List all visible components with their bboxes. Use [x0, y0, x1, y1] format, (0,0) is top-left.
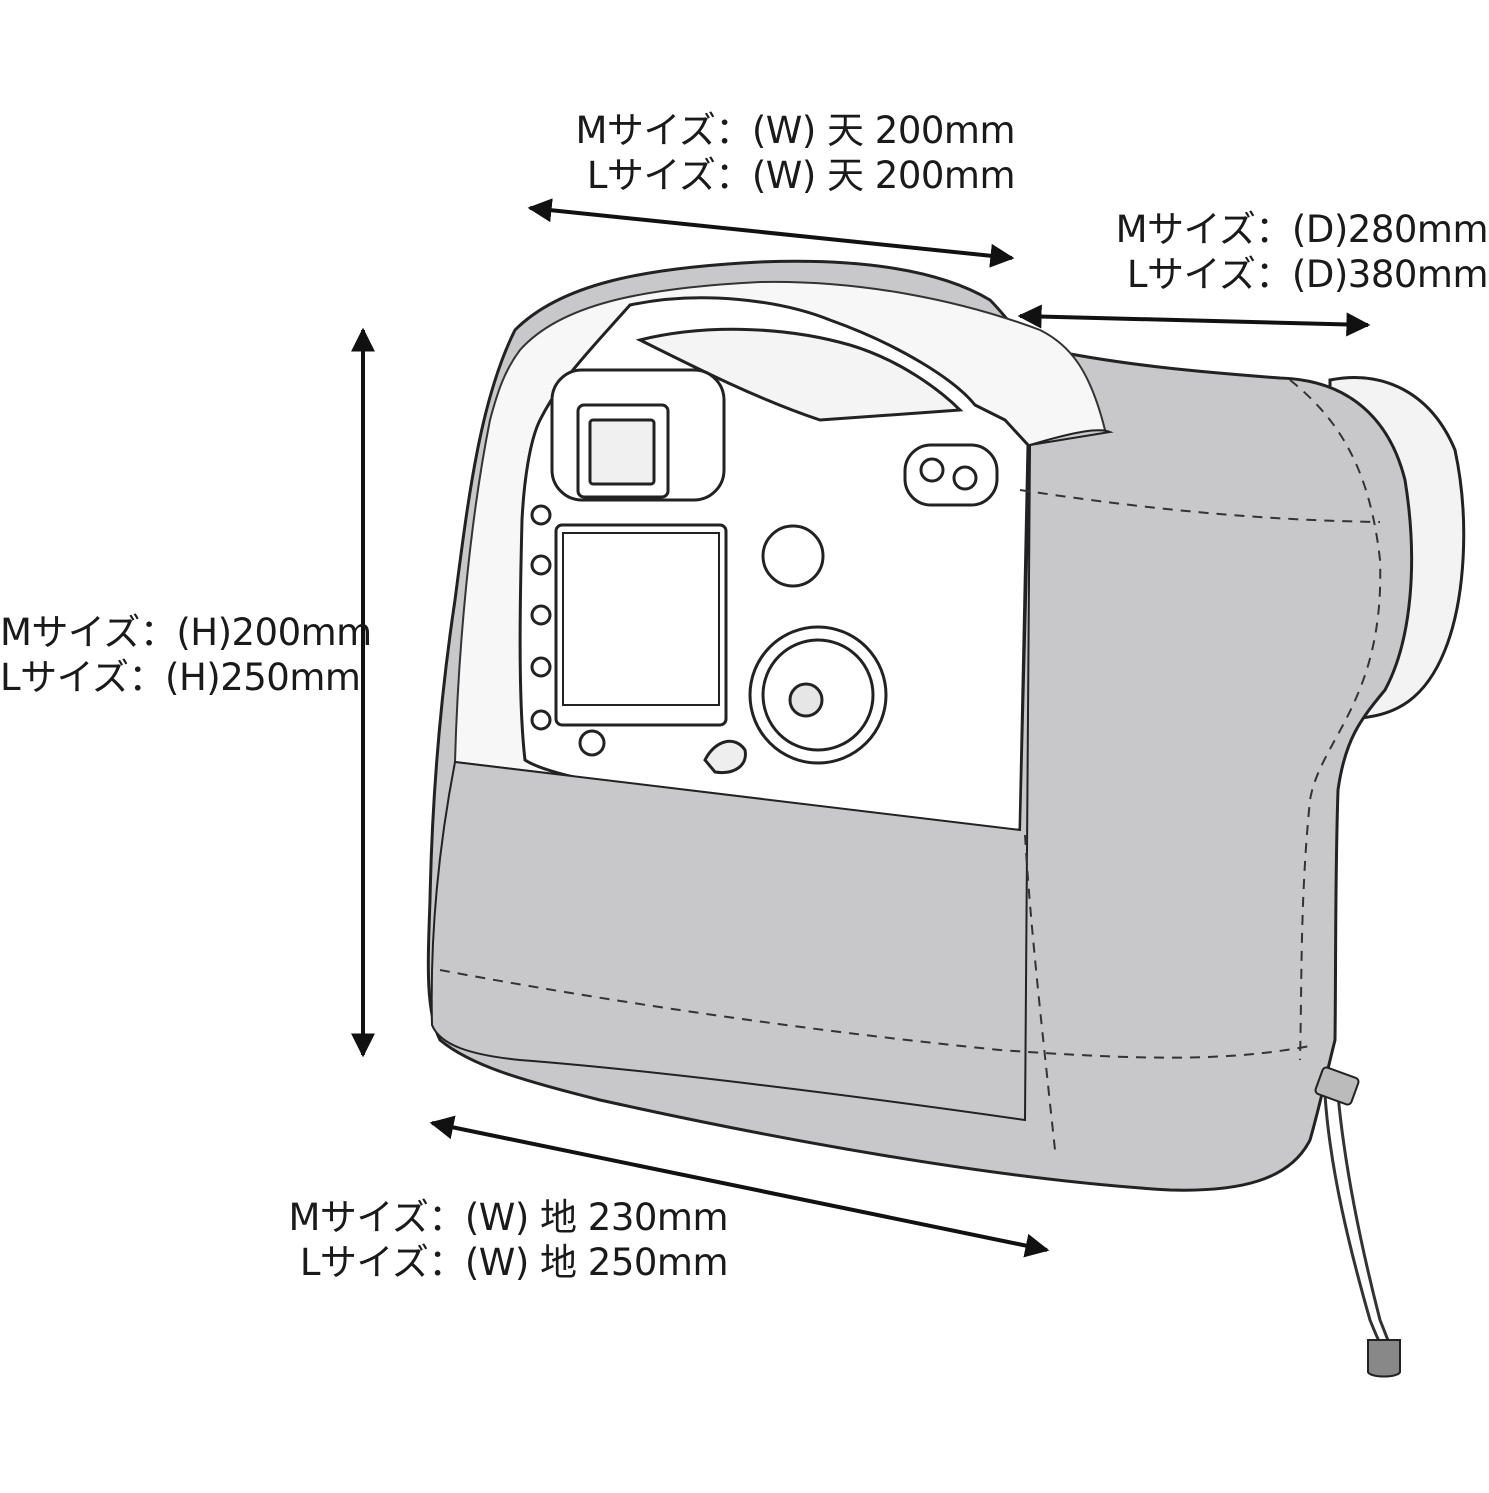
top-width-m: Mサイズ：(W) 天 200mm: [575, 109, 1016, 152]
dimension-arrows: [351, 198, 1371, 1258]
cord-tip: [1367, 1339, 1401, 1378]
top-width-l: Lサイズ：(W) 天 200mm: [586, 154, 1016, 197]
height-label: Mサイズ：(H)200mm Lサイズ：(H)250mm: [0, 610, 372, 700]
depth-l: Lサイズ：(D)380mm: [1126, 253, 1489, 296]
arrow-bottom-width: [429, 1115, 1050, 1258]
stitches: [439, 379, 1382, 1151]
arrow-top-width: [527, 198, 1015, 268]
arrow-depth: [1017, 304, 1371, 337]
front-flap: [430, 429, 1114, 1122]
bottom-width-m: Mサイズ：(W) 地 230mm: [288, 1196, 729, 1239]
bottom-width-l: Lサイズ：(W) 地 250mm: [299, 1241, 729, 1284]
depth-m: Mサイズ：(D)280mm: [1115, 208, 1489, 251]
depth-label: Mサイズ：(D)280mm Lサイズ：(D)380mm: [1090, 207, 1489, 297]
bottom-width-label: Mサイズ：(W) 地 230mm Lサイズ：(W) 地 250mm: [270, 1195, 729, 1285]
cord-stopper: [1314, 1066, 1360, 1106]
height-l: Lサイズ：(H)250mm: [0, 656, 361, 699]
camera: [518, 296, 1030, 832]
top-width-label: Mサイズ：(W) 天 200mm Lサイズ：(W) 天 200mm: [560, 108, 1016, 198]
drawstring: [1323, 1094, 1395, 1353]
height-m: Mサイズ：(H)200mm: [0, 611, 372, 654]
